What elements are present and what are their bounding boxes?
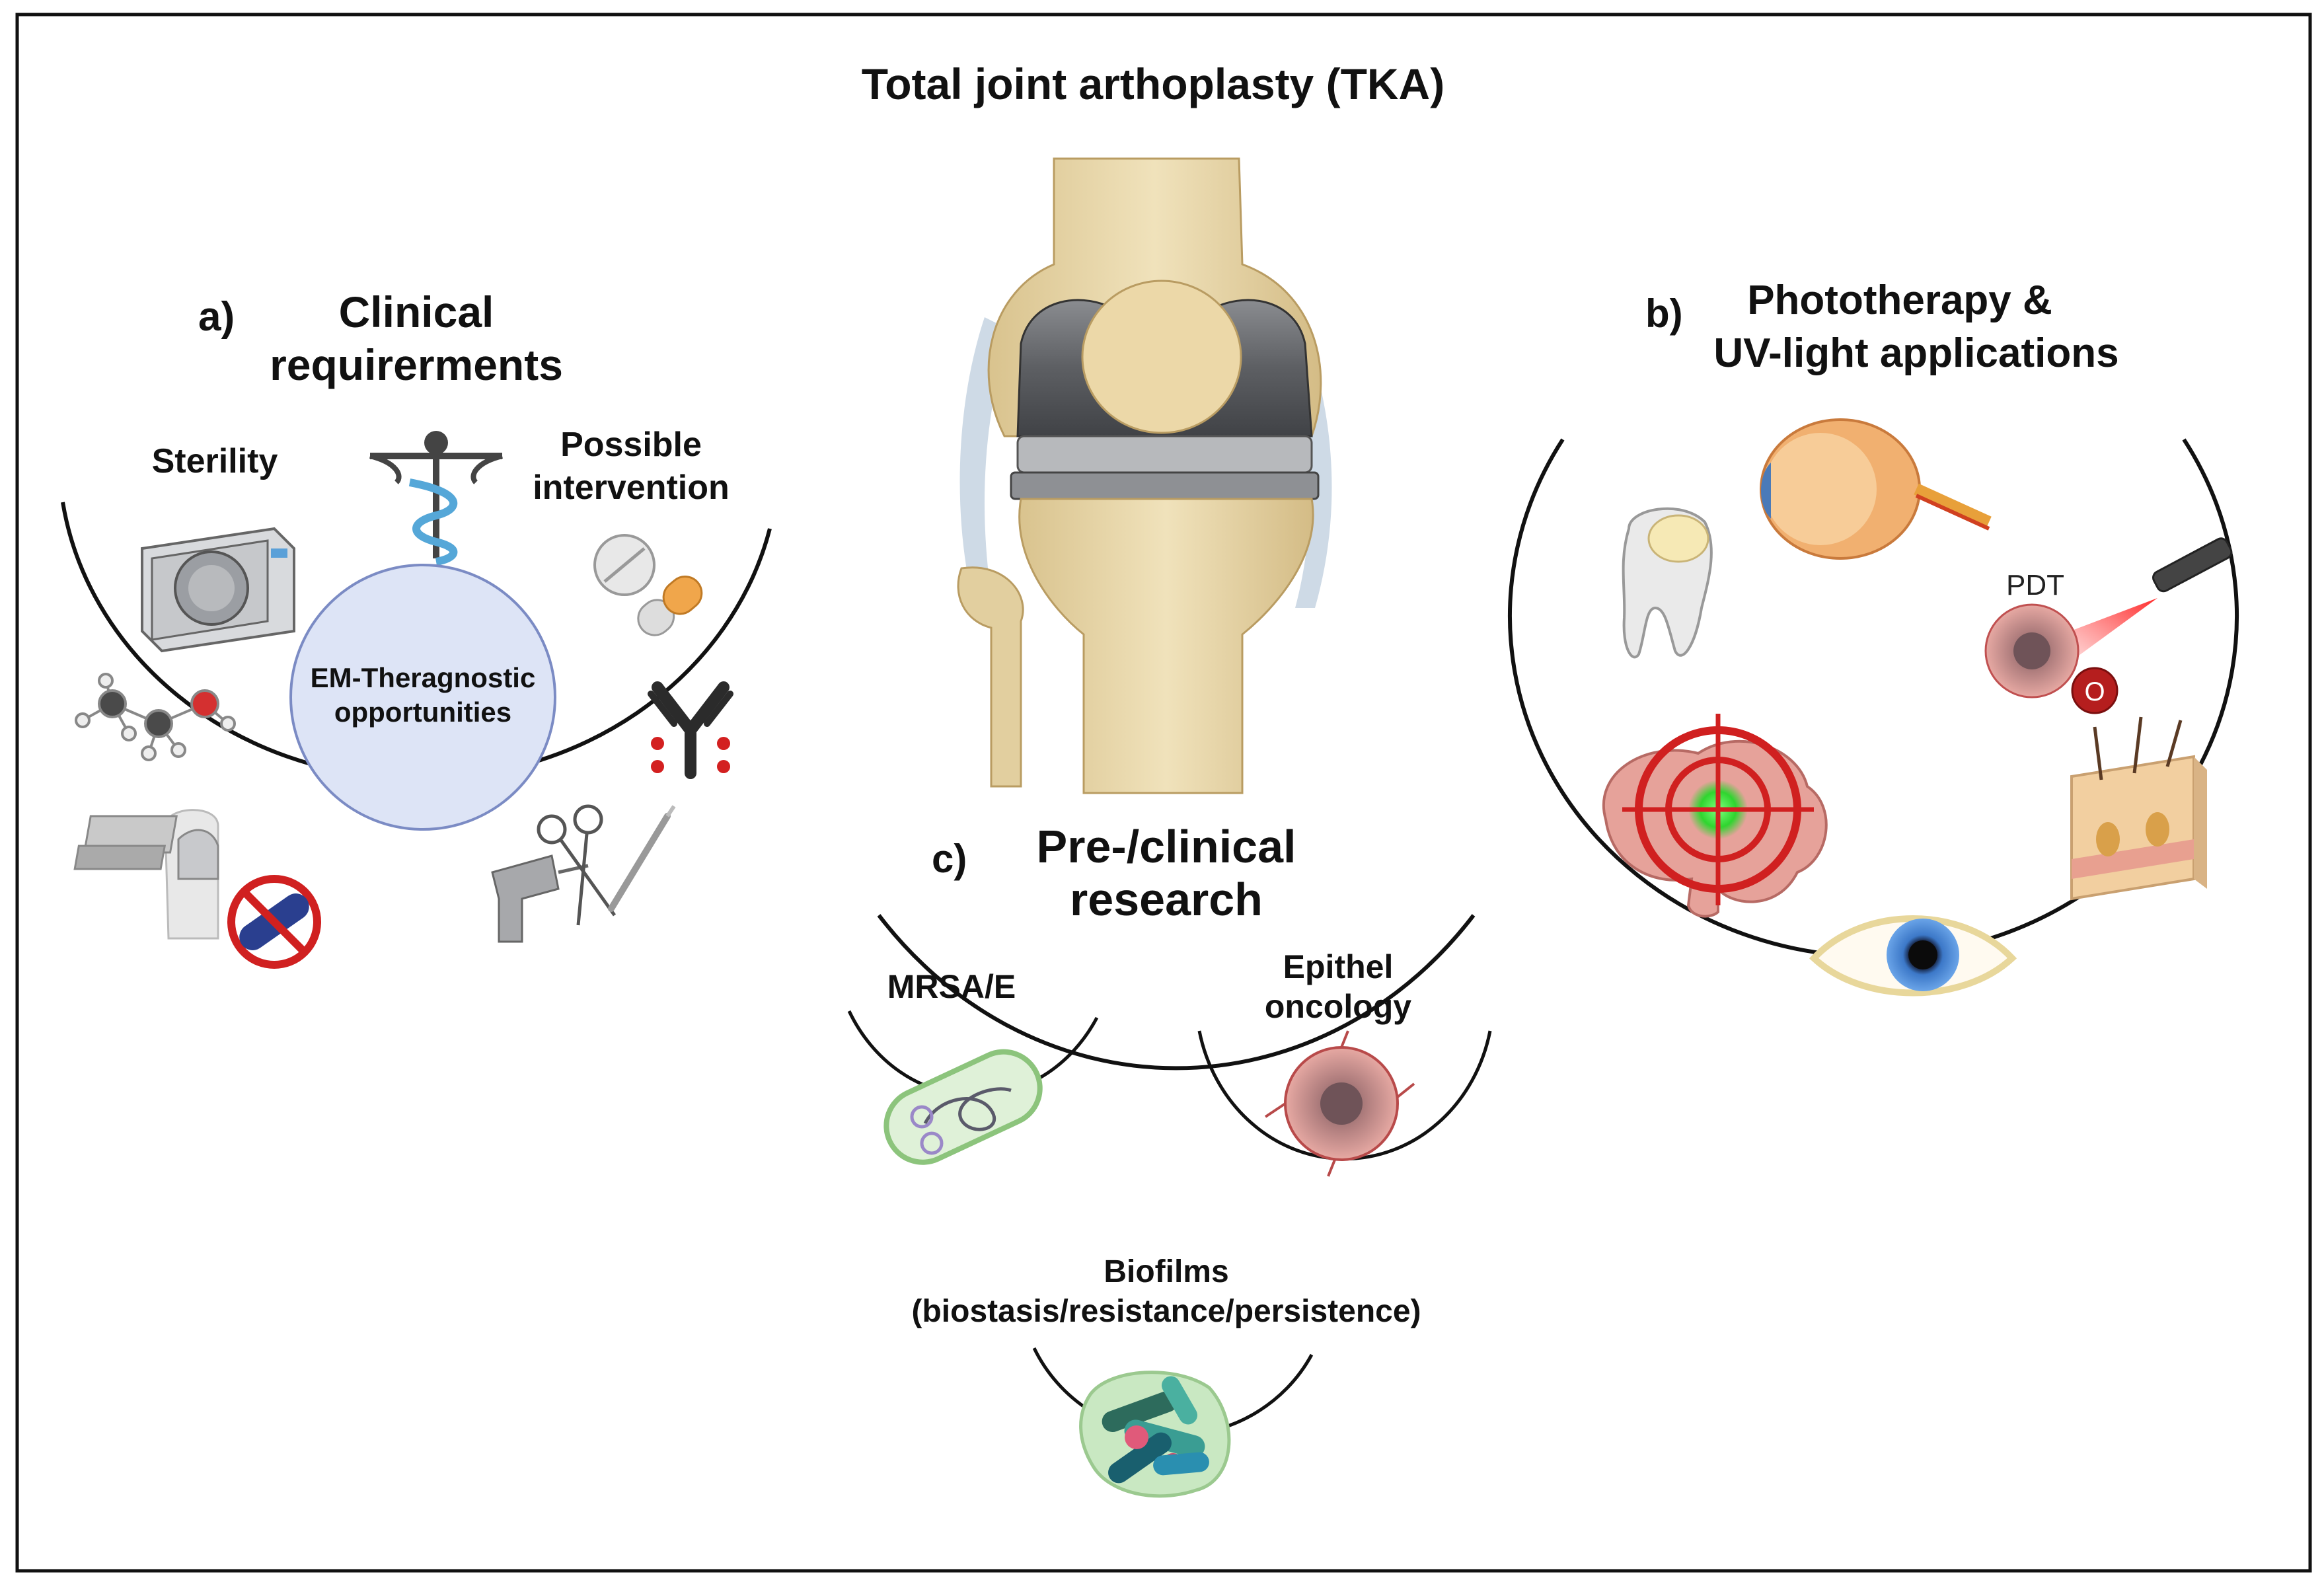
panel-b: b) Phototherapy & UV-light applications … (1508, 278, 2239, 997)
panel-b-heading-line2: UV-light applications (1713, 330, 2118, 376)
panel-c-letter: c) (932, 837, 967, 881)
mrsa-label: MRSA/E (887, 968, 1016, 1005)
panel-b-heading-line1: Phototherapy & (1747, 278, 2052, 323)
biofilm-cluster-icon (1079, 1371, 1231, 1498)
page-title: Total joint arthoplasty (TKA) (862, 59, 1444, 108)
caduceus-icon (369, 431, 504, 566)
autoclave-icon (141, 527, 295, 653)
panel-a-heading-line2: requirerments (270, 340, 563, 389)
pdt-tumor-cell-icon (1984, 603, 2080, 699)
scissors-icon (537, 804, 617, 926)
eye-front-icon (1809, 915, 2017, 997)
scalpel-icon (608, 805, 676, 912)
biofilms-label-line2: (biostasis/resistance/persistence) (911, 1294, 1421, 1329)
knee-implant-illustration (957, 157, 1332, 794)
panel-c-heading-line1: Pre-/clinical (1037, 821, 1296, 872)
panel-a-letter: a) (198, 294, 235, 340)
antibody-icon (648, 681, 733, 779)
biofilms-label-line1: Biofilms (1104, 1254, 1228, 1289)
bacterium-icon (883, 1049, 1043, 1165)
eye-anatomy-icon (1760, 418, 1992, 560)
skin-section-icon (2070, 716, 2207, 901)
epithel-label-line1: Epithel (1283, 948, 1394, 985)
pills-icon (593, 534, 703, 636)
em-theragnostic-circle (289, 564, 556, 831)
panel-a: a) Clinical requirerments Sterility Poss… (61, 287, 772, 969)
panel-c-bowl-arc (877, 914, 1476, 1071)
center-label-line2: opportunities (334, 697, 511, 728)
epithel-label-line2: oncology (1265, 988, 1411, 1025)
label-intervention-line1: Possible (560, 426, 702, 464)
panel-c-heading-line2: research (1070, 874, 1263, 925)
label-intervention-line2: intervention (533, 469, 730, 507)
pdt-laser-icon (2062, 537, 2233, 661)
oxygen-symbol: O (2084, 677, 2105, 706)
panel-c: c) Pre-/clinical research MRSA/E Epithel… (847, 821, 1492, 1498)
brain-target-icon (1602, 714, 1828, 918)
small-knee-implant-icon (73, 809, 219, 940)
no-bacteria-icon (227, 875, 321, 969)
antibody-epitope-markers (651, 737, 730, 773)
panel-b-letter: b) (1645, 291, 1683, 336)
panel-a-heading-line1: Clinical (339, 287, 494, 336)
tumor-cell-icon (1264, 1030, 1415, 1177)
pdt-label: PDT (2006, 569, 2064, 601)
ethanol-molecule-icon (75, 673, 236, 761)
oxygen-badge-icon: O (2071, 667, 2118, 714)
label-sterility: Sterility (152, 442, 278, 480)
center-label-line1: EM-Theragnostic (311, 662, 536, 693)
tooth-icon (1622, 507, 1713, 659)
